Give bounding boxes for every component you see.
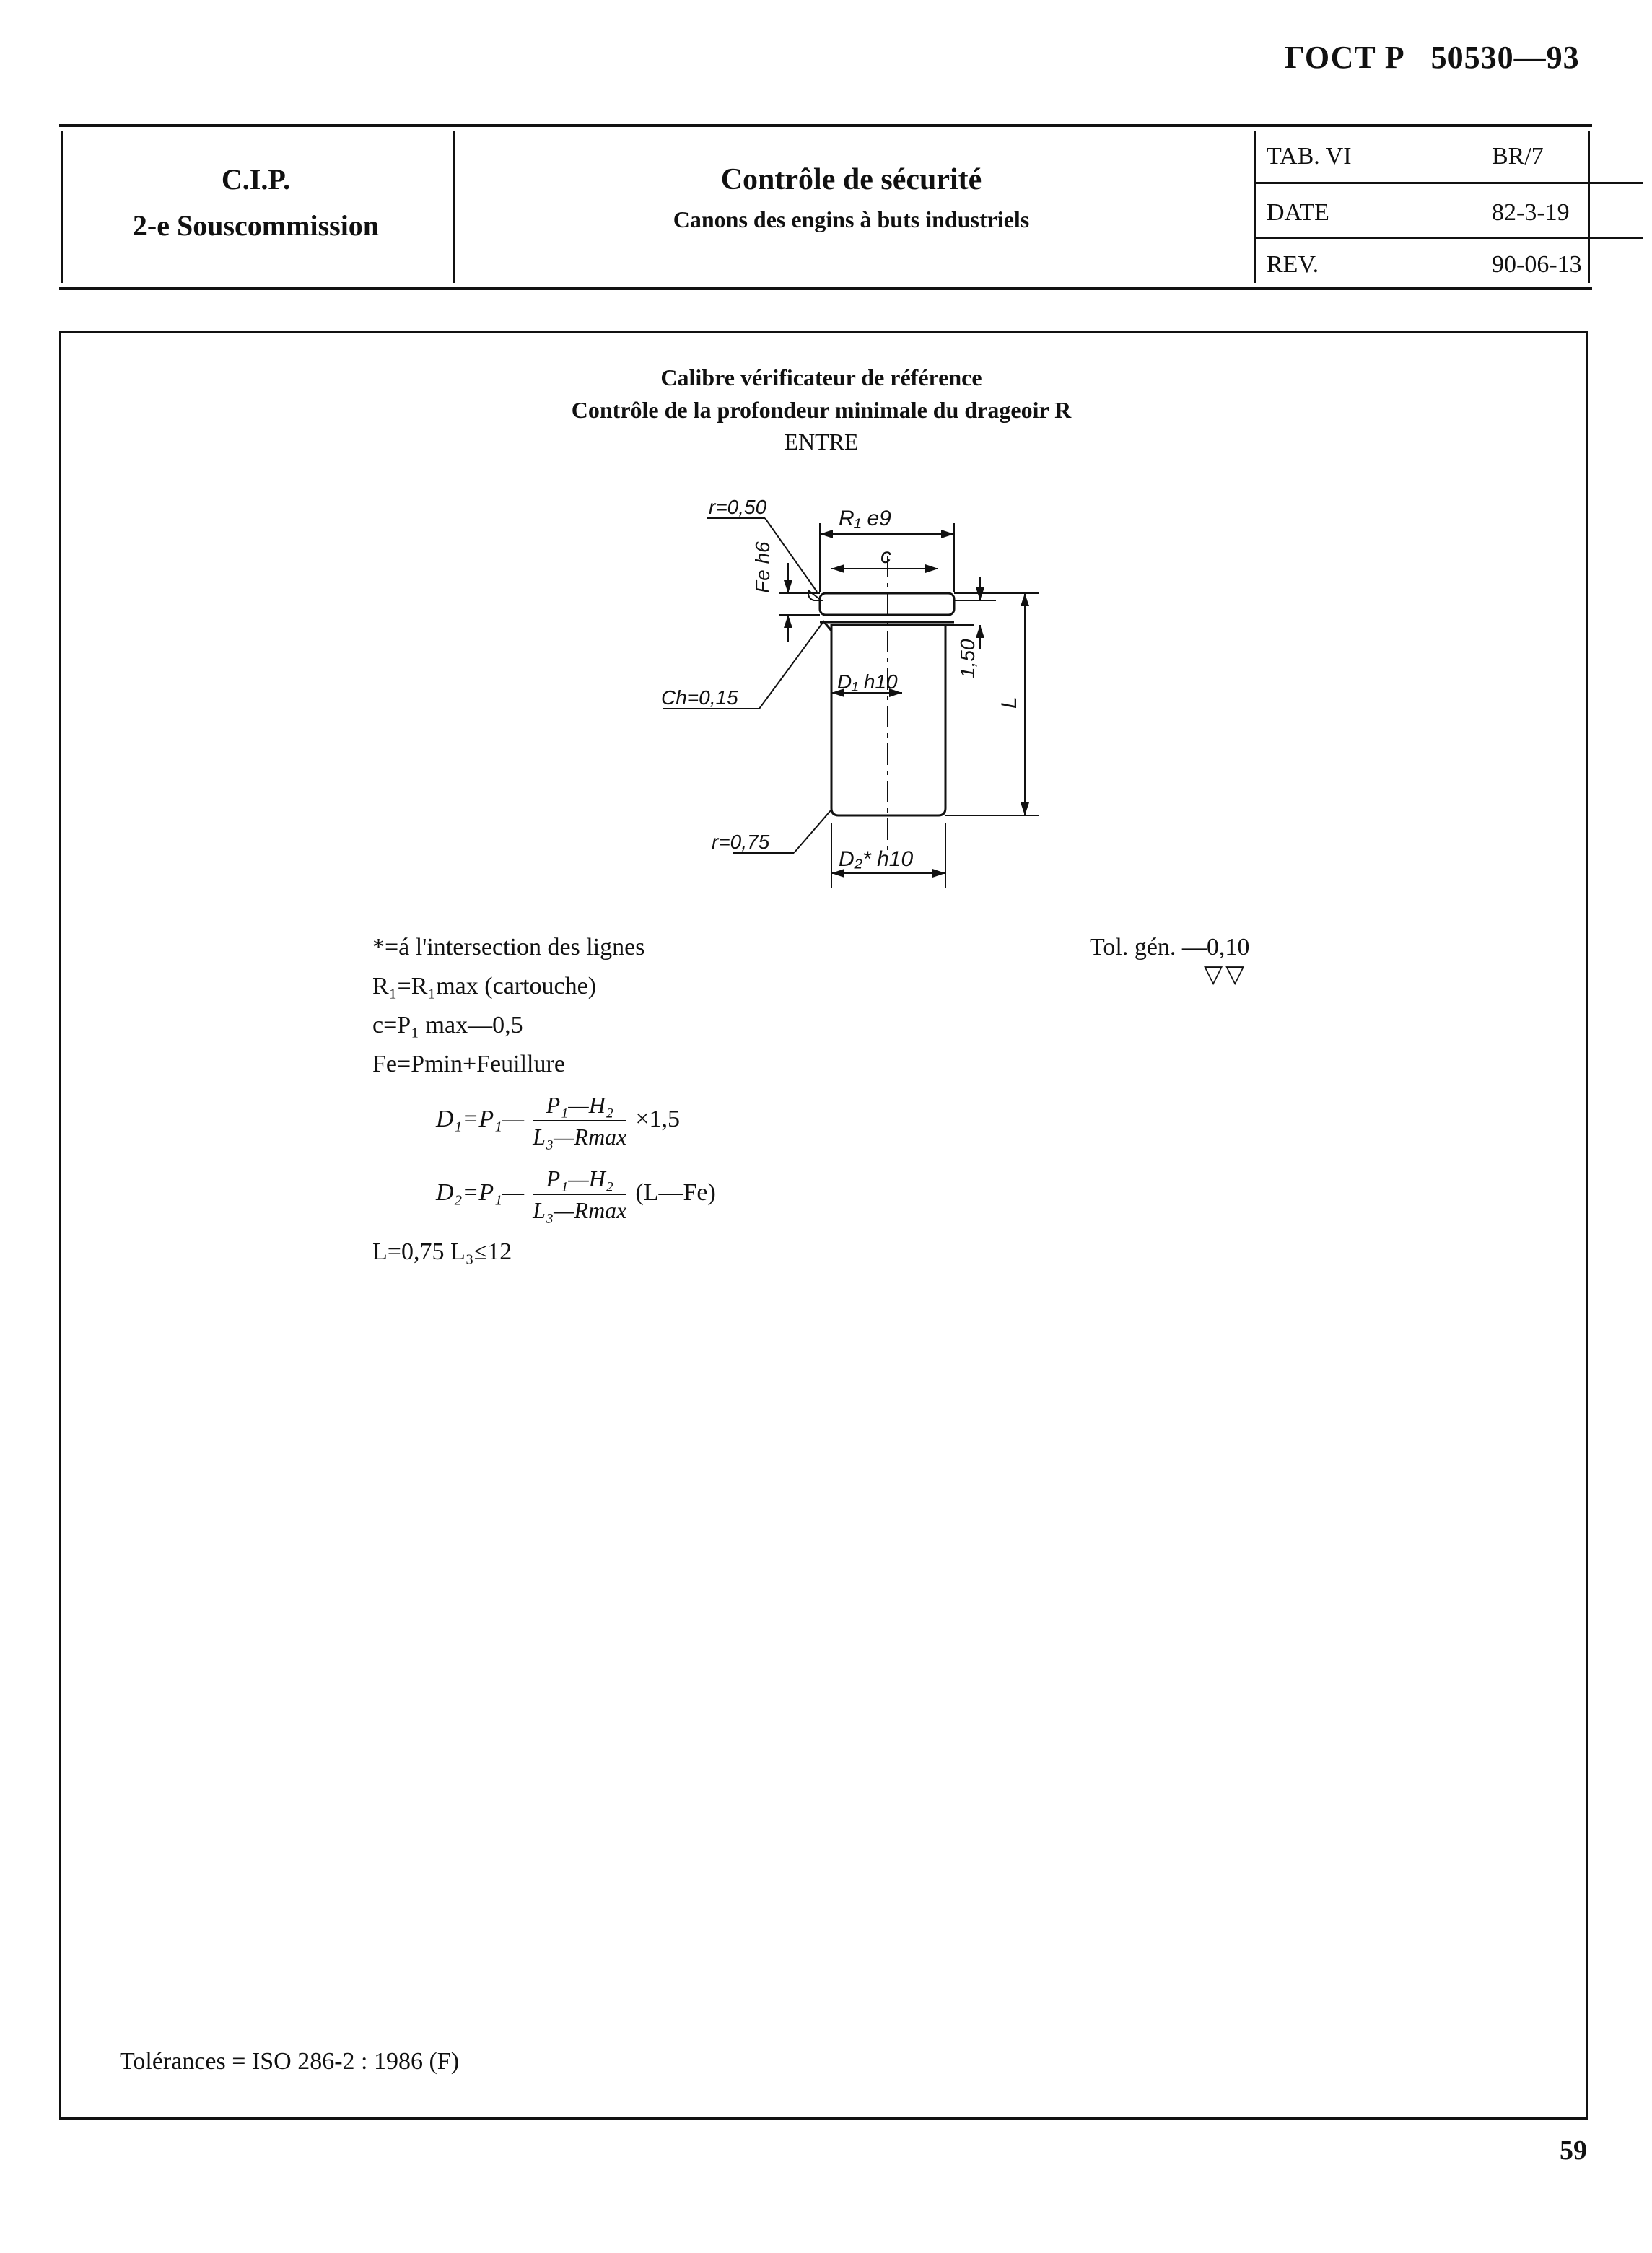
formula-d2-rhs: (L—Fe) (635, 1178, 716, 1206)
subtitle: Canons des engins à buts industriels (673, 206, 1030, 232)
gauge-body (830, 624, 947, 817)
content-frame (59, 332, 1588, 2120)
meta-rev-key: REV. (1267, 251, 1319, 278)
iso-tolerances: Tolérances = ISO 286-2 : 1986 (F) (120, 2048, 460, 2075)
label-fe: Fe h6 (751, 541, 774, 593)
formula-d1-den: L₃—Rmax (533, 1124, 627, 1150)
frame-top-rule (59, 331, 1588, 333)
surface-finish-symbols: ▽▽ (1204, 961, 1248, 988)
meta-date: DATE 82-3-19 (1254, 180, 1643, 231)
formula-d1-fraction: P₁—H₂ L₃—Rmax (533, 1090, 627, 1152)
label-ch: Ch=0,15 (661, 686, 738, 709)
note-r1: R₁=R₁max (cartouche) (372, 973, 597, 999)
formula-d2-lhs: D₂=P₁— (436, 1178, 525, 1206)
label-r-bot: r=0,75 (712, 831, 770, 853)
label-r1: R₁ e9 (839, 507, 891, 530)
organization: C.I.P. 2-e Souscommission (59, 157, 453, 249)
formula-d1-rhs: ×1,5 (635, 1105, 681, 1132)
formula-d1-lhs: D₁=P₁— (436, 1105, 525, 1132)
meta-rule-1 (1254, 182, 1643, 184)
org-line2: 2-e Souscommission (132, 209, 380, 242)
meta-tab-key: TAB. VI (1267, 143, 1352, 170)
formula-d1: D₁=P₁— P₁—H₂ L₃—Rmax ×1,5 (436, 1090, 680, 1152)
note-l: L=0,75 L₃≤12 (372, 1238, 512, 1265)
title: Contrôle de sécurité (720, 163, 982, 196)
note-intersection: *=á l'intersection des lignes (372, 934, 645, 961)
meta-tab: TAB. VI BR/7 (1254, 124, 1643, 175)
label-l: L (997, 696, 1021, 709)
header-divider-2 (1254, 131, 1256, 283)
header-bottom-rule (59, 287, 1592, 290)
standard-code: ГОСТ Р 50530—93 (1285, 40, 1580, 75)
general-tolerance: Tol. gén. —0,10 (1090, 934, 1250, 961)
note-fe: Fe=Pmin+Feuillure (372, 1051, 565, 1077)
page-number: 59 (1560, 2135, 1587, 2166)
label-d1: D₁ h10 (837, 670, 898, 693)
label-r-top: r=0,50 (709, 496, 767, 518)
header-divider-1 (453, 131, 455, 283)
formula-d1-num: P₁—H₂ (533, 1090, 627, 1121)
meta-tab-value: BR/7 (1492, 143, 1544, 170)
meta-rule-2 (1254, 237, 1643, 239)
drawing-title-2: Contrôle de la profondeur minimale du dr… (571, 397, 1072, 423)
org-line1: C.I.P. (221, 163, 291, 196)
formula-d2-den: L₃—Rmax (533, 1197, 627, 1223)
label-150: 1,50 (956, 639, 979, 678)
note-c: c=P₁ max—0,5 (372, 1012, 523, 1038)
meta-date-key: DATE (1267, 199, 1329, 226)
document-title: Contrôle de sécurité Canons des engins à… (453, 159, 1250, 238)
header-divider-right (1588, 131, 1590, 283)
header-divider-left (61, 131, 63, 283)
drawing-title-1: Calibre vérificateur de référence (660, 364, 982, 390)
gauge-drawing: r=0,50 R₁ e9 c Fe h6 D₁ h10 1,50 L Ch=0,… (661, 496, 1039, 888)
header-top-rule (59, 124, 1592, 127)
meta-rev-value: 90-06-13 (1492, 251, 1582, 278)
chamfer-line (823, 621, 833, 631)
meta-date-value: 82-3-19 (1492, 199, 1570, 226)
drawing-title-3: ENTRE (784, 429, 859, 455)
meta-rev: REV. 90-06-13 (1254, 232, 1643, 283)
label-c: c (880, 544, 891, 568)
formula-d2-num: P₁—H₂ (533, 1163, 627, 1195)
label-d2: D₂* h10 (839, 847, 913, 871)
header-block: C.I.P. 2-e Souscommission Contrôle de sé… (59, 124, 1643, 290)
